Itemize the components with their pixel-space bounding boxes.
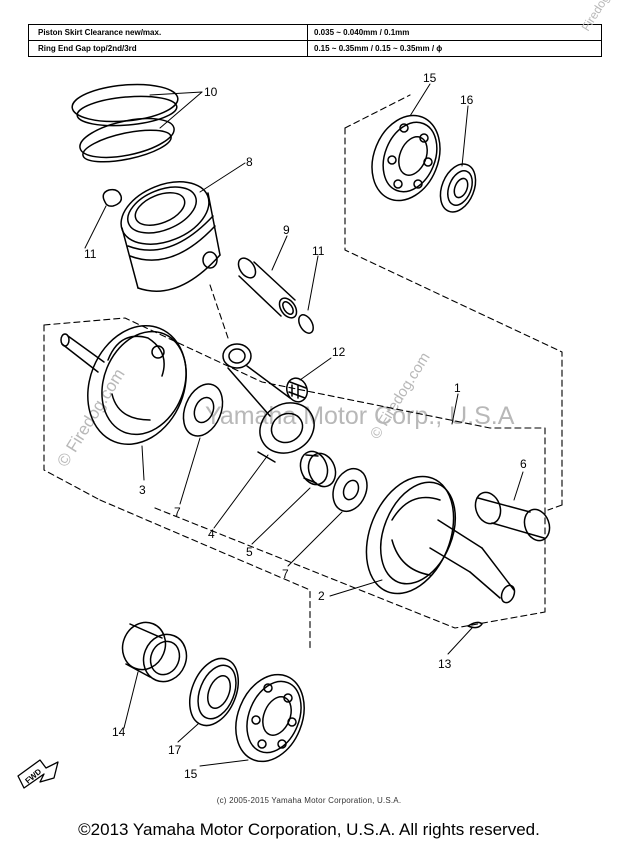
callout-7-left: 7 xyxy=(174,505,181,519)
piston-pin-clip-left xyxy=(102,188,123,207)
watermark-center: Yamaha Motor Corp., U.S.A xyxy=(205,402,515,430)
callout-2: 2 xyxy=(318,589,325,603)
spacer-collar xyxy=(121,621,188,683)
callout-11-left: 11 xyxy=(84,247,97,261)
callout-10: 10 xyxy=(204,85,218,99)
callout-5: 5 xyxy=(246,545,253,559)
needle-bearing-big-end xyxy=(299,450,337,488)
callout-12: 12 xyxy=(332,345,346,359)
callout-15-bottom: 15 xyxy=(184,767,198,781)
callout-numbers: 10 8 11 9 11 15 16 12 1 3 7 4 5 7 6 2 13… xyxy=(84,71,527,781)
piston-pin xyxy=(237,257,298,319)
crank-bearing-top xyxy=(371,114,441,202)
crank-pin xyxy=(474,491,551,542)
oil-seal-top xyxy=(439,163,477,213)
callout-3: 3 xyxy=(139,483,146,497)
needle-bearing-small-end xyxy=(285,377,309,403)
piston-rings xyxy=(71,83,179,163)
diagram-copyright: (c) 2005-2015 Yamaha Motor Corporation, … xyxy=(216,796,402,805)
spec-label-ring-gap: Ring End Gap top/2nd/3rd xyxy=(29,40,308,56)
forward-arrow-icon xyxy=(17,759,59,789)
woodruff-key xyxy=(467,621,483,629)
callout-14: 14 xyxy=(112,725,126,739)
piston-pin-clip-right xyxy=(298,314,314,334)
crank-wheel-left xyxy=(60,325,187,445)
callout-1: 1 xyxy=(454,381,461,395)
piston xyxy=(120,181,221,292)
spec-table: Piston Skirt Clearance new/max. 0.035 ~ … xyxy=(28,24,602,57)
thrust-washer-right xyxy=(332,467,368,513)
spec-value-ring-gap: 0.15 ~ 0.35mm / 0.15 ~ 0.35mm / ϕ xyxy=(314,43,443,53)
thrust-washer-left xyxy=(182,383,224,437)
leader-lines xyxy=(84,83,524,767)
callout-17: 17 xyxy=(168,743,182,757)
spec-value-piston-clearance: 0.035 ~ 0.040mm / 0.1mm xyxy=(308,25,601,41)
callout-13: 13 xyxy=(438,657,452,671)
oil-seal-bottom xyxy=(189,657,239,727)
connecting-rod xyxy=(222,343,315,463)
crank-wheel-right xyxy=(365,475,516,604)
callout-11-right: 11 xyxy=(312,244,325,258)
watermark-top-right: Firedog xyxy=(579,0,612,34)
callout-7-right: 7 xyxy=(282,567,289,581)
callout-4: 4 xyxy=(208,527,215,541)
assembly-boundary-lines xyxy=(43,94,563,651)
callout-9: 9 xyxy=(283,223,290,237)
footer-copyright: ©2013 Yamaha Motor Corporation, U.S.A. A… xyxy=(78,820,540,839)
callout-16: 16 xyxy=(460,93,474,107)
callout-8: 8 xyxy=(246,155,253,169)
spec-label-piston-clearance: Piston Skirt Clearance new/max. xyxy=(29,25,308,41)
callout-6: 6 xyxy=(520,457,527,471)
crank-bearing-bottom xyxy=(235,673,305,763)
callout-15-top: 15 xyxy=(423,71,437,85)
